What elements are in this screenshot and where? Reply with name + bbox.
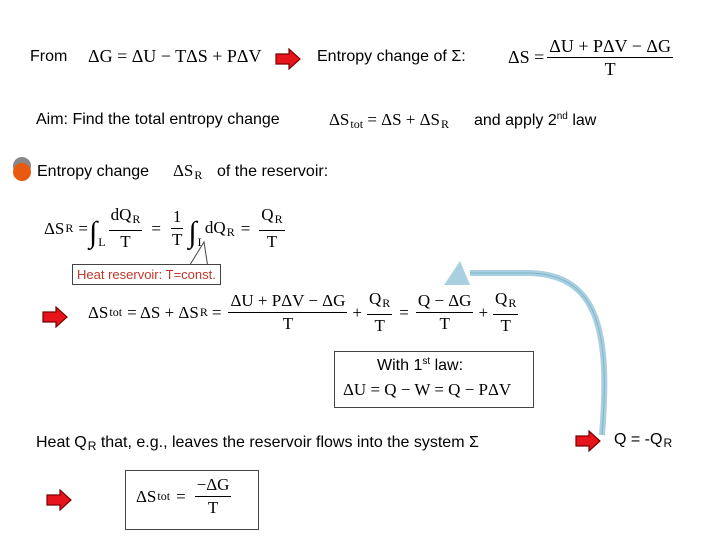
expansion-plus2: + — [478, 302, 489, 322]
first-law-equation: ΔU = Q − W = Q − PΔV — [343, 380, 512, 399]
entropy-denominator: T — [604, 59, 616, 79]
aim-label: Aim: Find the total entropy change — [36, 111, 280, 128]
red-arrow-icon — [42, 306, 68, 328]
total-eq-rhs: = ΔS + ΔS — [367, 110, 441, 129]
final-result-fraction: −ΔG T — [194, 475, 232, 518]
final-num-sub: R — [274, 212, 283, 226]
reservoir-note: Heat reservoir: T=const. — [72, 264, 221, 285]
f2-den: T — [374, 316, 385, 335]
const-fraction: 1 T — [170, 207, 184, 250]
total-eq-lhs: ΔS — [329, 110, 350, 129]
integral-lower-limit: L — [98, 234, 106, 249]
final-lhs: ΔS — [136, 486, 157, 506]
final-fraction: QR T — [259, 205, 285, 252]
f4-num: Q — [495, 289, 508, 308]
integral-fraction: dQR T — [108, 205, 143, 252]
apply-label-post: law — [572, 112, 597, 129]
entropy-fraction: ΔU + PΔV − ΔG T — [547, 36, 673, 79]
first-law-label-sup: st — [422, 356, 431, 367]
apply-second-law-label: and apply 2nd law — [474, 111, 596, 130]
expansion-eq1-sub: R — [199, 305, 208, 319]
final-den: T — [266, 232, 278, 251]
expansion-lhs: ΔS — [88, 302, 109, 322]
reservoir-label: of the reservoir: — [217, 163, 329, 180]
delta-sr-sub: R — [194, 168, 203, 182]
entropy-change-label: Entropy change of Σ: — [317, 48, 466, 65]
expansion-fraction-2: QR T — [366, 289, 393, 336]
red-arrow-icon — [275, 48, 301, 70]
heat-statement-post: that, e.g., leaves the reservoir flows i… — [100, 434, 479, 451]
integral-lhs: ΔS — [44, 218, 65, 238]
f4-num-sub: R — [508, 296, 517, 310]
delta-sr: ΔS — [173, 161, 194, 180]
final-num: Q — [261, 205, 274, 224]
total-eq-rhs-sub: R — [441, 117, 450, 131]
heat-statement-pre: Heat Q — [36, 434, 87, 451]
integral-den: T — [120, 232, 131, 251]
delta-sr-symbol: ΔSR — [173, 161, 202, 183]
integral2-body: dQ — [204, 217, 226, 237]
expansion-eq1: = ΔS + ΔS — [127, 302, 199, 322]
final-eq: = — [176, 486, 186, 506]
f1-den: T — [282, 314, 294, 333]
q-relation-sub: R — [663, 436, 673, 450]
f4-den: T — [500, 316, 511, 335]
first-law-label: With 1st law: — [377, 356, 463, 375]
expansion-fraction-4: QR T — [493, 289, 519, 336]
integral-eq1: = — [78, 218, 88, 238]
final-result-den: T — [207, 498, 219, 517]
total-eq-sub: tot — [350, 117, 364, 131]
first-law-label-post: law: — [434, 357, 464, 374]
f2-num-sub: R — [382, 296, 391, 310]
apply-label-pre: and apply 2 — [474, 112, 557, 129]
first-law-box: With 1st law: ΔU = Q − W = Q − PΔV — [334, 351, 534, 408]
expansion-fraction-1: ΔU + PΔV − ΔG T — [228, 291, 348, 334]
const-den: T — [171, 230, 183, 249]
gibbs-equation: ΔG = ΔU − TΔS + PΔV — [88, 46, 262, 66]
heat-statement: Heat QR that, e.g., leaves the reservoir… — [36, 434, 479, 453]
expansion-lhs-sub: tot — [109, 305, 123, 319]
apply-label-sup: nd — [556, 111, 568, 122]
f3-den: T — [439, 314, 450, 333]
heat-statement-sub: R — [87, 439, 97, 453]
bullet-icon — [13, 157, 31, 181]
integral-sign-icon: ∫ — [89, 215, 98, 249]
integral-lhs-sub: R — [65, 221, 74, 235]
red-arrow-icon — [575, 430, 601, 452]
total-entropy-equation: ΔStot = ΔS + ΔSR — [329, 110, 449, 132]
f1-num: ΔU + PΔV − ΔG — [228, 291, 348, 313]
curved-arrow-icon — [444, 261, 608, 436]
integral-num-sub: R — [132, 212, 141, 226]
expansion-plus1: + — [352, 302, 362, 322]
expansion-eq3: = — [399, 302, 409, 322]
integral2-lower-limit: L — [197, 234, 205, 249]
red-arrow-icon — [46, 489, 72, 511]
entropy-numerator: ΔU + PΔV − ΔG — [547, 36, 673, 58]
q-relation: Q = -QR — [614, 431, 672, 450]
from-label: From — [30, 48, 68, 65]
final-result-num: −ΔG — [194, 475, 232, 497]
first-law-label-pre: With 1 — [377, 357, 423, 374]
integral-sign-icon: ∫ — [188, 215, 197, 249]
final-lhs-sub: tot — [157, 489, 171, 503]
f3-num: Q − ΔG — [415, 291, 474, 313]
integral-num: dQ — [110, 205, 132, 224]
entropy-equation: ΔS = ΔU + PΔV − ΔG T — [508, 36, 676, 79]
f2-num: Q — [368, 289, 382, 308]
integral-eq3: = — [240, 218, 251, 238]
expansion-eq2: = — [211, 302, 222, 322]
integral-eq2: = — [151, 218, 161, 238]
const-num: 1 — [170, 207, 184, 229]
q-relation-text: Q = -Q — [614, 431, 663, 448]
expansion-fraction-3: Q − ΔG T — [415, 291, 474, 334]
integral2-body-sub: R — [226, 224, 235, 239]
entropy-lhs: ΔS = — [508, 47, 545, 67]
bullet-label: Entropy change — [37, 163, 150, 180]
